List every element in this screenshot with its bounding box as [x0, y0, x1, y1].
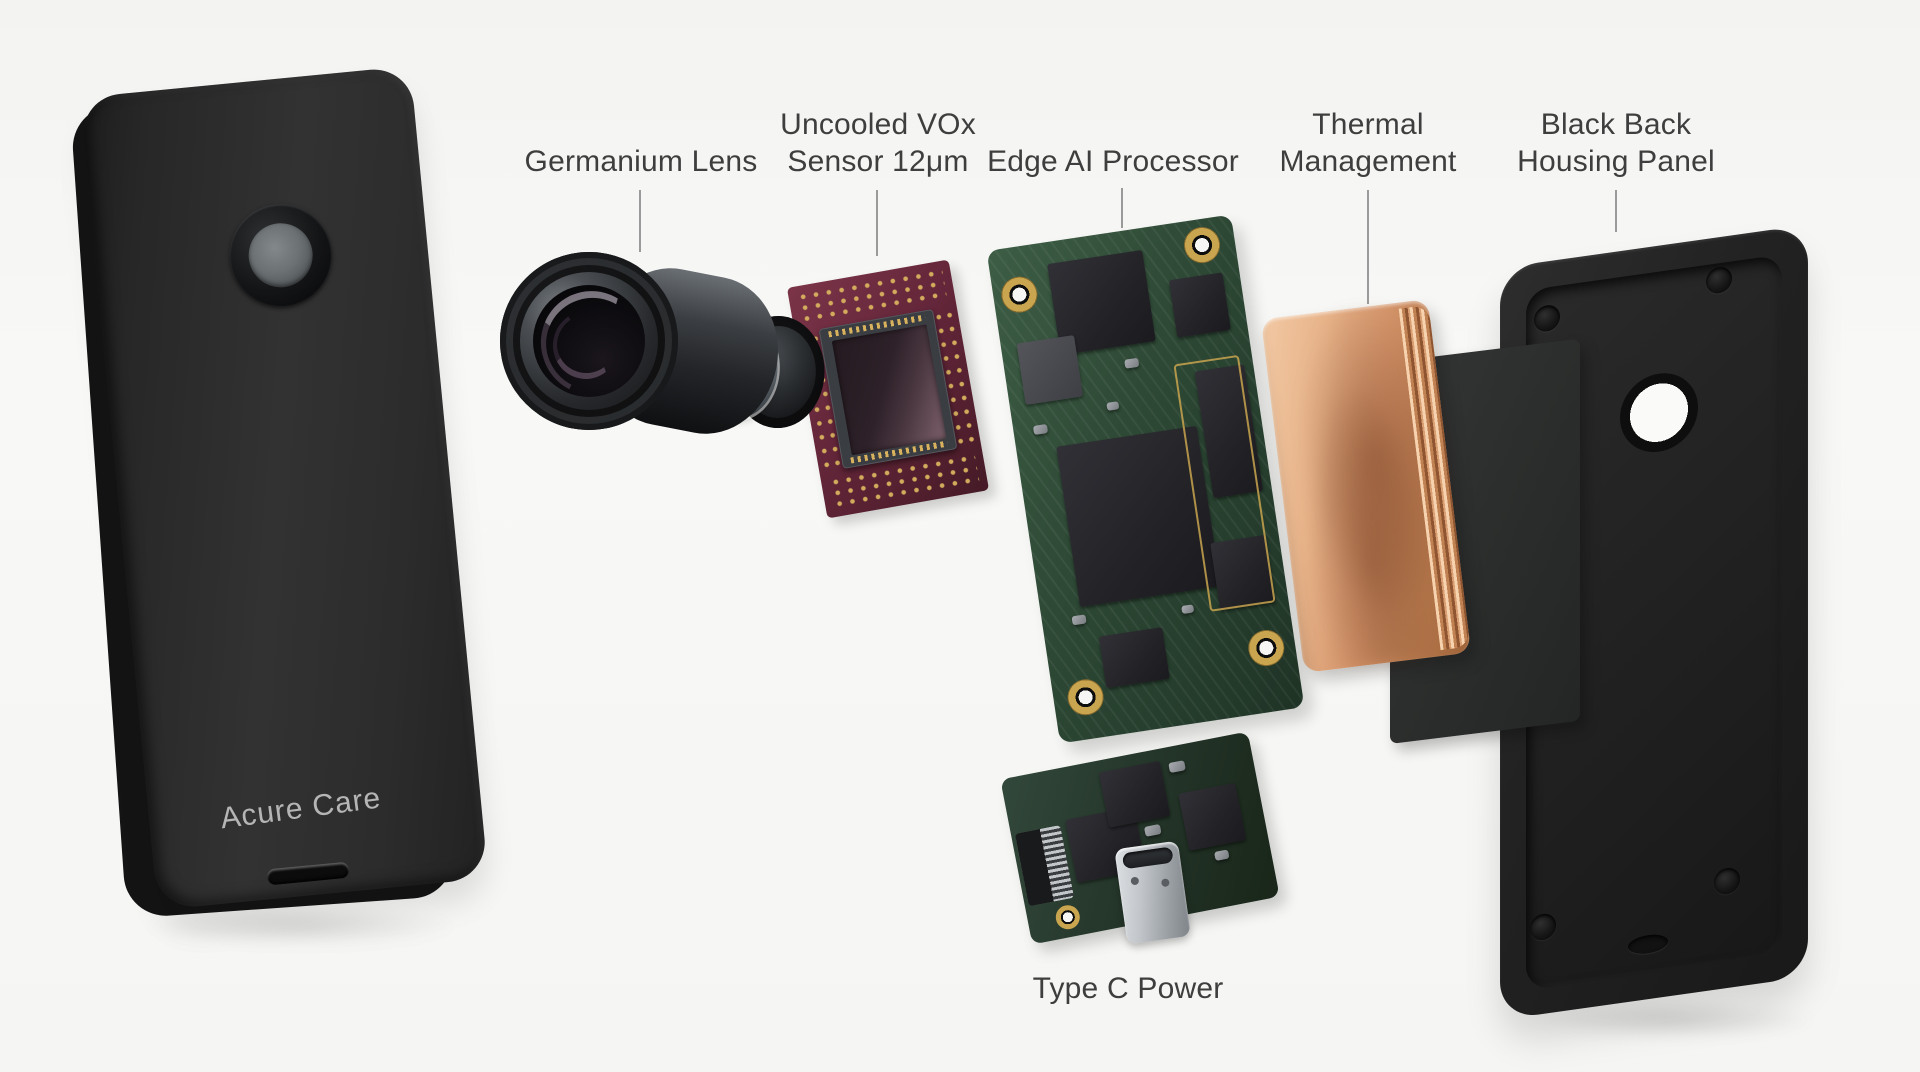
mount-hole — [1065, 676, 1107, 718]
chip — [1168, 272, 1231, 338]
chip — [1178, 782, 1247, 851]
label-back-housing: Black Back Housing Panel — [1446, 106, 1786, 180]
capacitor — [1032, 423, 1049, 435]
lens-front-glass — [533, 285, 645, 397]
capacitor — [1071, 614, 1087, 626]
chip — [1098, 627, 1170, 689]
label-line: Black Back — [1540, 108, 1692, 141]
label-line: Type C Power — [1032, 972, 1224, 1005]
label-germanium-lens: Germanium Lens — [471, 143, 811, 180]
leader-line-thermal — [1367, 190, 1369, 304]
lens-front-element — [500, 252, 678, 430]
sensor-die-window — [831, 324, 947, 456]
label-vox-sensor: Uncooled VOx Sensor 12μm — [708, 106, 1048, 180]
type-c-power-board — [1000, 731, 1280, 945]
leader-line-germanium-lens — [639, 190, 641, 252]
label-line: Thermal — [1312, 108, 1424, 141]
label-line: Edge AI Processor — [987, 145, 1239, 178]
label-edge-ai: Edge AI Processor — [943, 143, 1283, 180]
capacitor — [1214, 849, 1230, 861]
label-line: Uncooled VOx — [780, 108, 976, 141]
edge-ai-processor-board — [986, 214, 1305, 744]
mount-hole — [1245, 627, 1287, 669]
memory-chip — [1016, 334, 1084, 405]
chip — [1098, 760, 1171, 828]
leader-line-edge-ai — [1121, 188, 1123, 228]
label-line: Germanium Lens — [524, 145, 758, 178]
front-lens-ring — [225, 199, 337, 311]
brand-text: Acure Care — [218, 781, 384, 836]
capacitor — [1168, 760, 1186, 774]
mount-hole — [1053, 903, 1082, 932]
capacitor — [1143, 823, 1162, 837]
label-thermal: Thermal Management — [1198, 106, 1538, 180]
label-type-c: Type C Power — [958, 970, 1298, 1007]
capacitor — [1124, 357, 1140, 369]
usbc-port-notch — [266, 861, 350, 886]
label-line: Management — [1279, 145, 1457, 178]
mount-hole — [998, 274, 1040, 316]
fpc-connector — [1014, 825, 1075, 907]
front-lens-window — [245, 220, 316, 291]
capacitor — [1181, 604, 1195, 615]
sensor-die-frame — [818, 309, 958, 469]
label-line: Housing Panel — [1517, 145, 1715, 178]
leader-line-back-housing — [1615, 190, 1617, 232]
usbc-connector — [1114, 840, 1192, 945]
mount-hole — [1181, 224, 1223, 266]
label-line: Sensor 12μm — [787, 145, 969, 178]
capacitor — [1106, 401, 1120, 411]
leader-line-vox-sensor — [876, 190, 878, 256]
